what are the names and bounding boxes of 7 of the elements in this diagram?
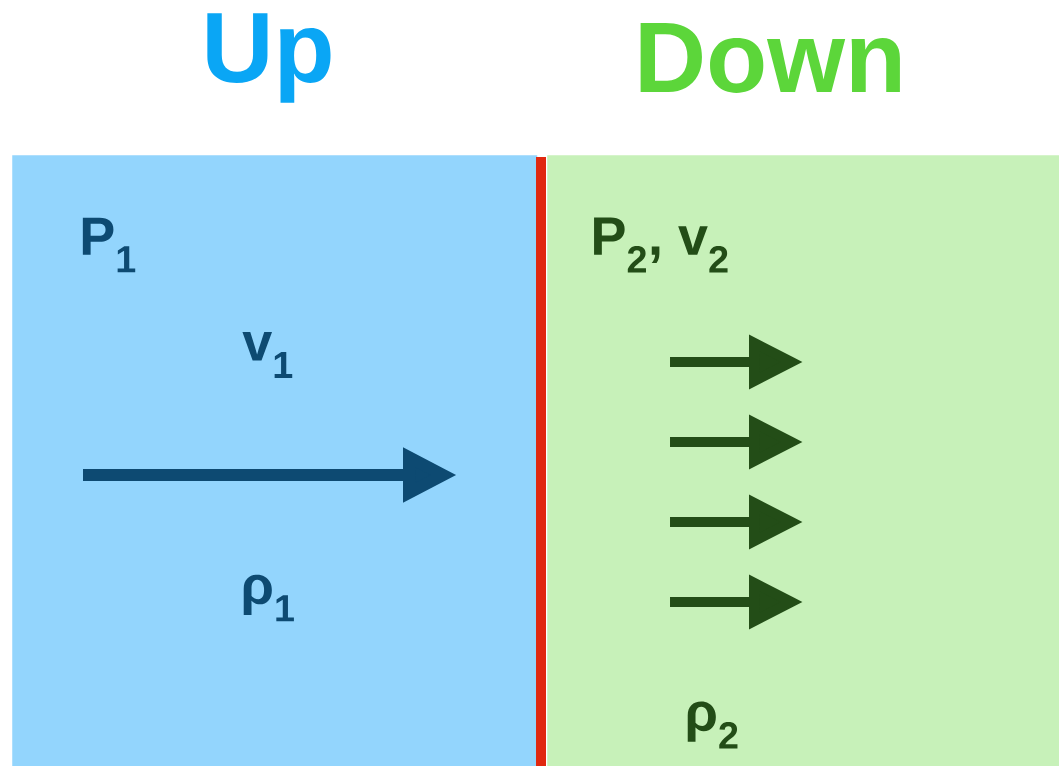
- quantity-label: ρ$_{2}$: [687, 701, 738, 749]
- quantity-label: P$_{1}$: [82, 217, 136, 273]
- region-heading: Up: [207, 13, 331, 103]
- quantity-label: ρ$_{1}$: [243, 574, 294, 622]
- region-heading: Down: [640, 23, 900, 93]
- quantity-label: v$_{1}$: [242, 332, 293, 378]
- quantity-label: P$_{2}$, v$_{2}$: [594, 217, 728, 273]
